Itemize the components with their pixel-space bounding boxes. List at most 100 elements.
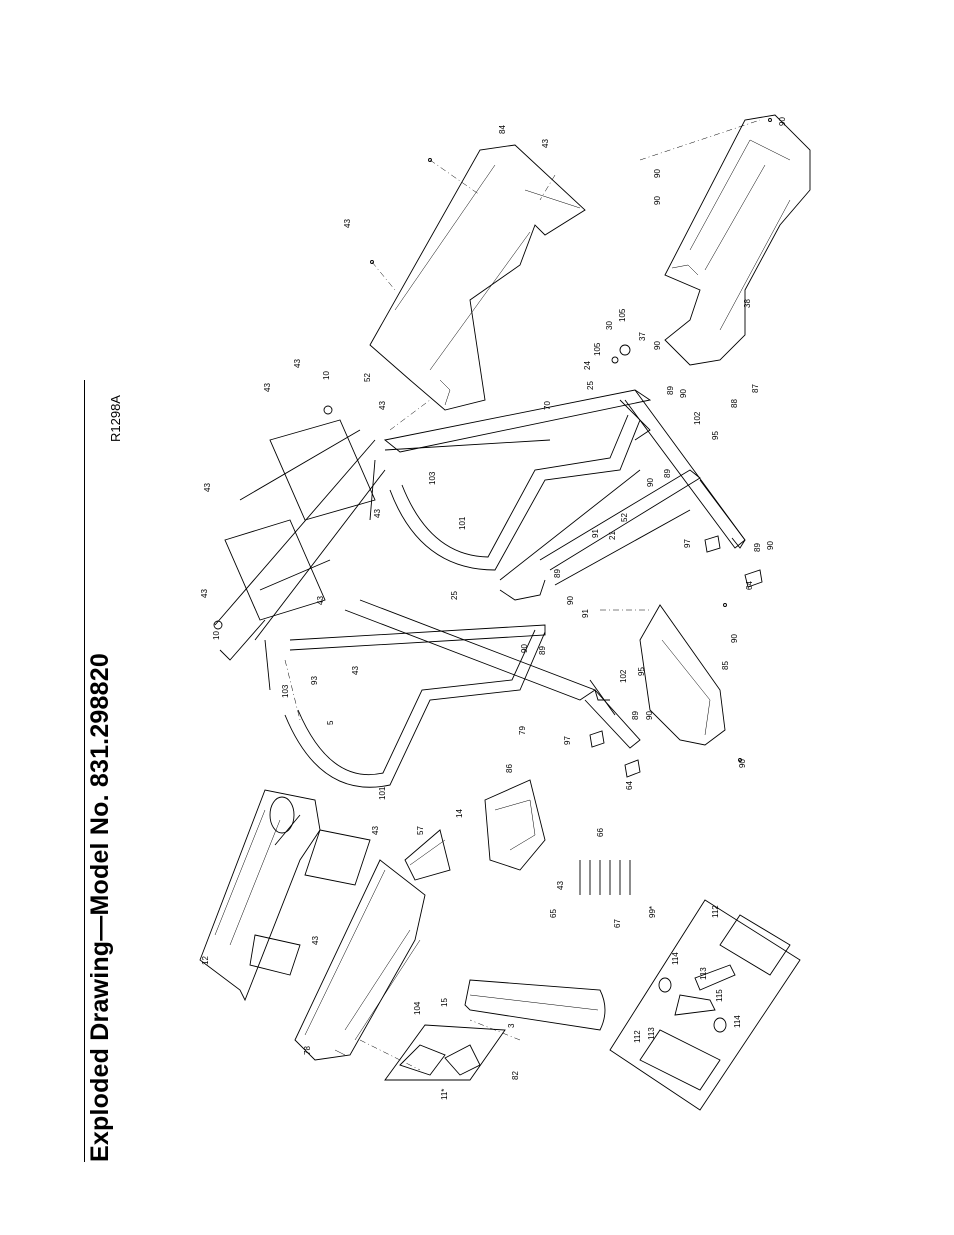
part-label: 64 (745, 581, 754, 590)
part-label: 88 (730, 399, 739, 408)
part-label: 64 (625, 781, 634, 790)
part-label: 103 (428, 471, 437, 485)
part-label: 95 (637, 667, 646, 676)
part-label: 90 (566, 596, 575, 605)
part-label: 43 (293, 359, 302, 368)
end-caps (589, 535, 763, 778)
part-label: 52 (363, 373, 372, 382)
main-frame (264, 389, 746, 749)
part-label: 90 (766, 541, 775, 550)
part-label: 86 (505, 764, 514, 773)
part-label: 57 (416, 826, 425, 835)
wire-harness (404, 829, 451, 881)
part-label: 95 (711, 431, 720, 440)
part-label: 84 (498, 125, 507, 134)
part-label: 85 (721, 661, 730, 670)
part-label: 104 (413, 1001, 422, 1015)
keypad-box (384, 1024, 506, 1081)
part-label: 105 (618, 308, 627, 322)
title-rule (84, 380, 85, 1162)
part-label: 15 (440, 998, 449, 1007)
alignment-lines (284, 119, 761, 1071)
part-label: 87 (751, 384, 760, 393)
part-label: 43 (263, 383, 272, 392)
part-label: 90 (653, 341, 662, 350)
part-label: 43 (373, 509, 382, 518)
part-label: 89 (553, 569, 562, 578)
part-label: 90 (653, 169, 662, 178)
part-label: 101 (458, 516, 467, 530)
side-shroud (664, 114, 811, 366)
part-label: 89 (666, 386, 675, 395)
part-label: 43 (378, 401, 387, 410)
part-label: 99* (648, 906, 657, 918)
part-label: 78 (303, 1046, 312, 1055)
part-label: 66 (596, 828, 605, 837)
part-label: 65 (549, 909, 558, 918)
part-label: 114 (733, 1015, 742, 1028)
part-label: 67 (613, 919, 622, 928)
part-label: 101 (378, 786, 387, 800)
part-label: 105 (593, 342, 602, 356)
part-label: 102 (619, 669, 628, 683)
part-label: 91 (591, 529, 600, 538)
part-label: 114 (671, 952, 680, 965)
part-label: 90 (645, 711, 654, 720)
part-label: 90 (730, 634, 739, 643)
part-label: 43 (316, 596, 325, 605)
part-label: 112 (633, 1030, 642, 1043)
part-label: 90 (653, 196, 662, 205)
safety-key-cord (464, 979, 606, 1031)
part-label: 30 (605, 321, 614, 330)
part-label: 115 (715, 989, 724, 1002)
handrail-left (284, 629, 546, 788)
part-label: 90 (679, 389, 688, 398)
console-base (199, 789, 371, 1002)
part-label: 91 (581, 609, 590, 618)
part-label: 43 (343, 219, 352, 228)
part-label: 93 (310, 676, 319, 685)
bottom-shield (639, 604, 726, 746)
part-label: 10 (212, 631, 221, 640)
part-label: 12 (201, 956, 210, 965)
part-label: 43 (351, 666, 360, 675)
deck-plates (214, 419, 386, 661)
part-label: 113 (699, 967, 708, 980)
part-label: 43 (556, 881, 565, 890)
part-label: 25 (450, 591, 459, 600)
fasteners (213, 118, 772, 762)
part-label: 90 (646, 478, 655, 487)
part-label: 43 (541, 139, 550, 148)
accessory-kit-box (609, 899, 801, 1111)
part-label: 21 (608, 531, 617, 540)
part-label: 89 (753, 543, 762, 552)
part-label: 11* (440, 1089, 449, 1100)
part-label: 113 (647, 1027, 656, 1040)
part-label: 43 (203, 483, 212, 492)
console (294, 859, 426, 1061)
part-label: 70 (543, 401, 552, 410)
part-label: 43 (311, 936, 320, 945)
part-label: 90 (520, 644, 529, 653)
part-label: 10 (322, 371, 331, 380)
part-label: 89 (663, 469, 672, 478)
part-label: 24 (583, 361, 592, 370)
speed-sensor-bracket (484, 779, 546, 871)
part-label: 112 (711, 905, 720, 918)
part-label: 5 (326, 720, 335, 725)
part-label: 52 (620, 513, 629, 522)
part-label: 37 (638, 332, 647, 341)
part-label: 89 (631, 711, 640, 720)
handrail-right (389, 414, 641, 571)
part-label: 43 (200, 589, 209, 598)
part-label: 90 (778, 117, 787, 126)
part-label: 3 (507, 1023, 516, 1028)
part-label: 25 (586, 381, 595, 390)
part-label: 102 (693, 411, 702, 425)
part-label: 38 (743, 299, 752, 308)
part-label: 82 (511, 1071, 520, 1080)
part-label: 90 (738, 759, 747, 768)
